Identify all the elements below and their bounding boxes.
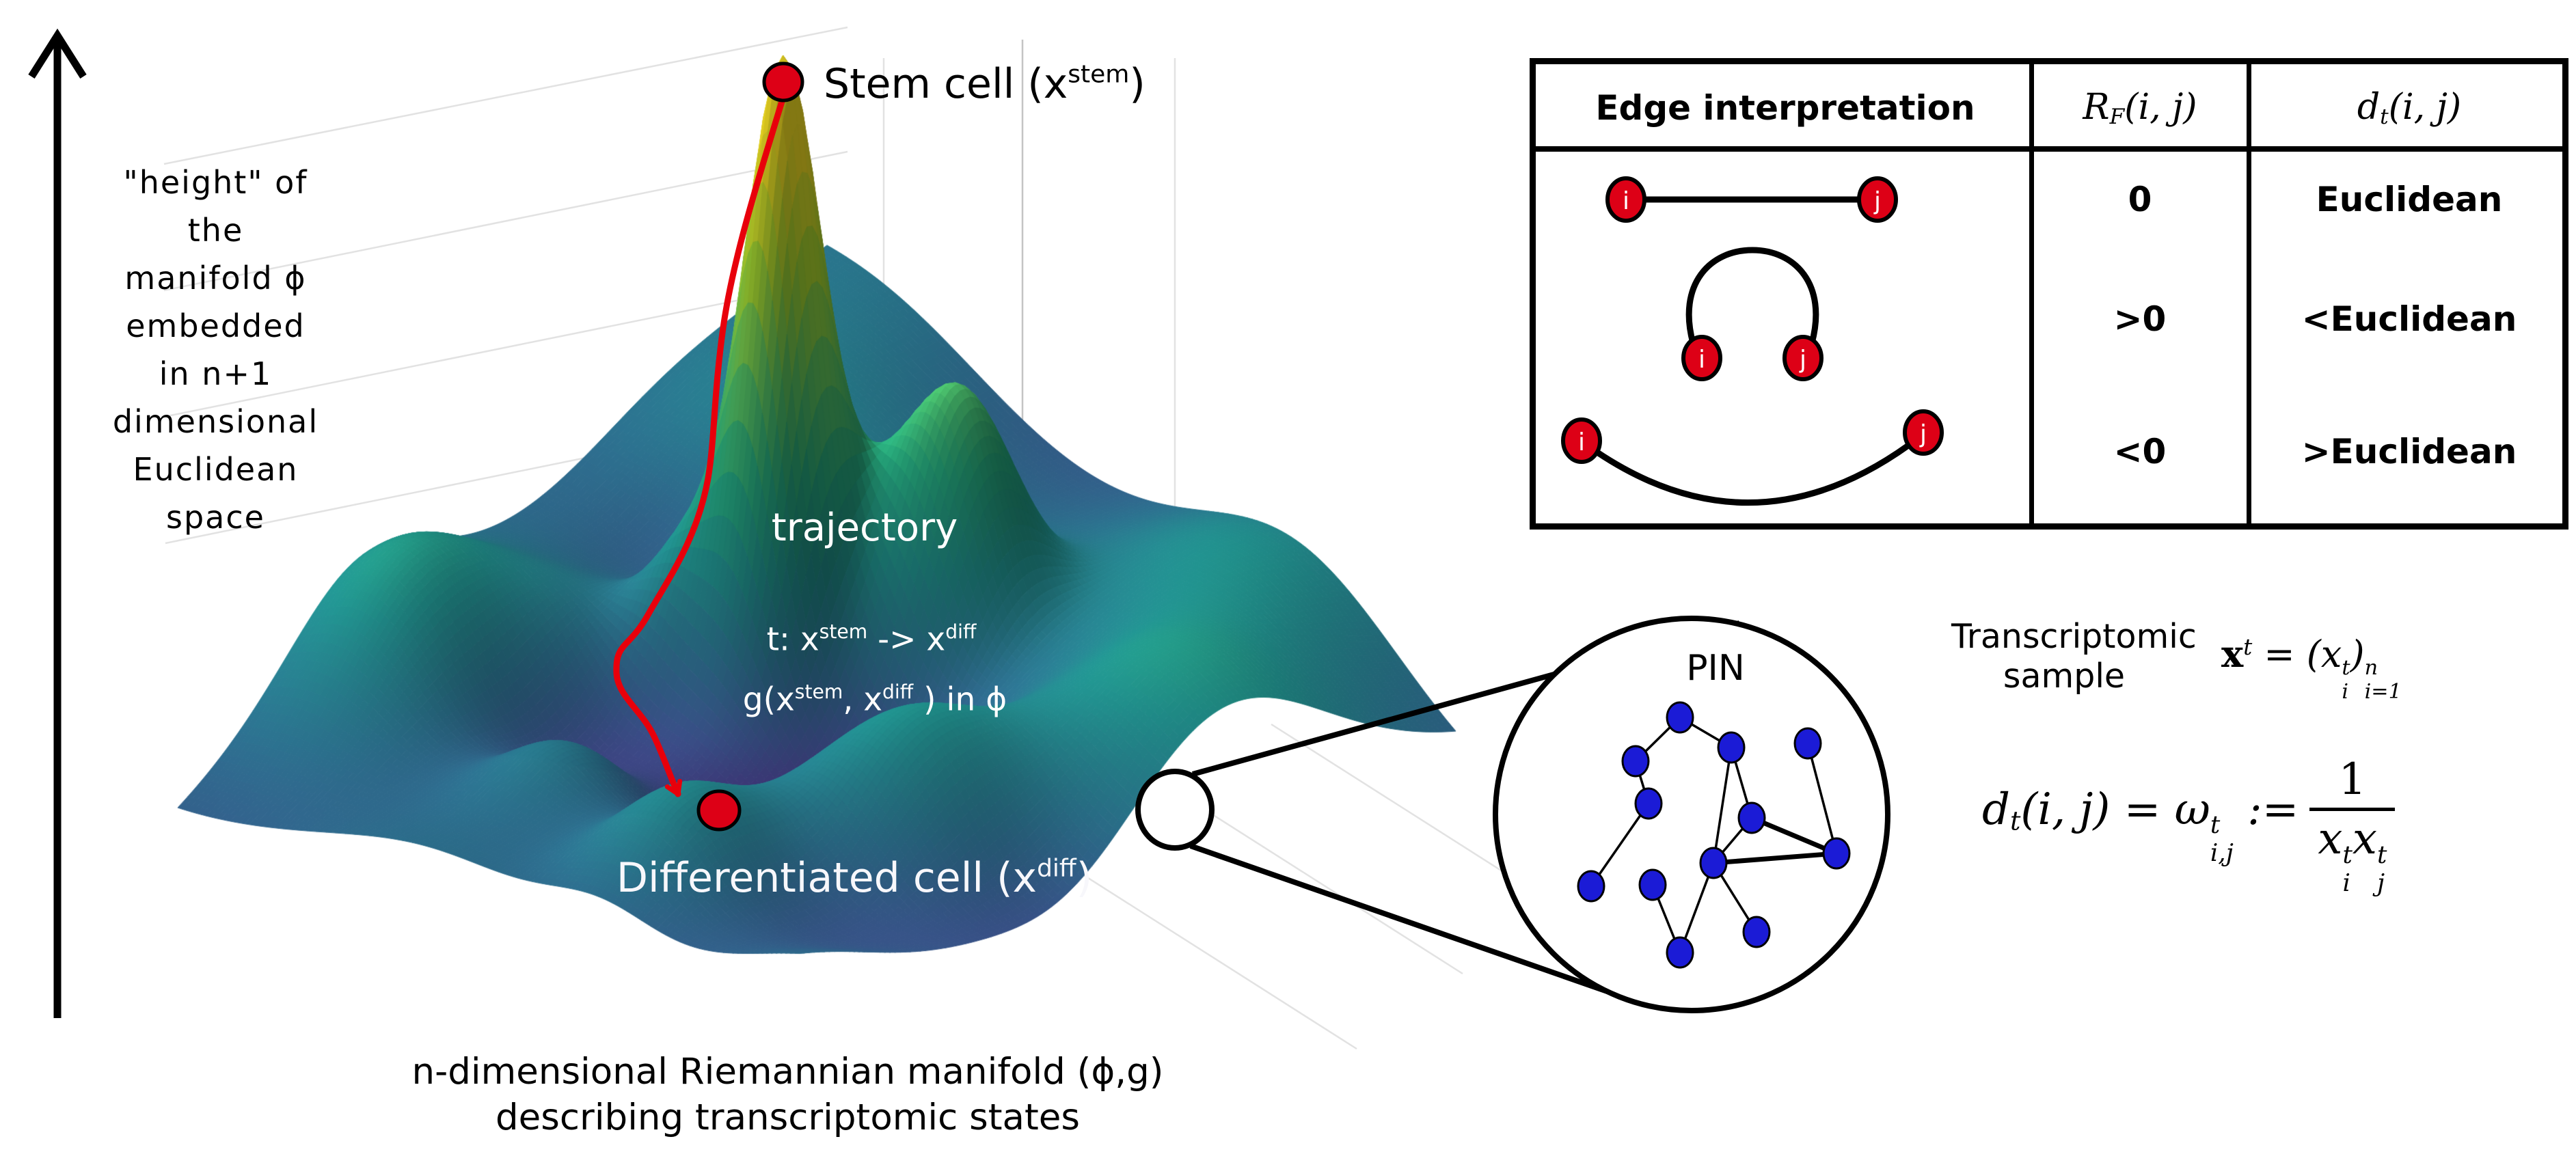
differentiated-cell-label: Differentiated cell (xdiff) [616,854,1093,902]
trajectory-curve [613,94,787,797]
callout-line-bottom [1189,843,1616,997]
svg-text:j: j [1873,187,1881,215]
table-header-dt: dt(i, j) [2357,87,2462,129]
pin-edge [1806,743,1838,854]
rf-value-2: >0 [2113,299,2167,339]
svg-text:i: i [1623,187,1629,215]
table-divider-1 [2029,64,2034,523]
rf-value-3: <0 [2113,432,2167,471]
pin-node [1717,731,1746,764]
metric-equation-label: g(xstem, xdiff ) in ϕ [742,681,1007,719]
pin-node [1577,870,1605,903]
svg-text:j: j [1919,420,1927,448]
edge-diagrams: i j i j i j [1561,176,1944,506]
svg-text:j: j [1799,346,1806,374]
dt-value-1: Euclidean [2316,180,2503,219]
pin-node [1666,936,1694,969]
pin-node [1742,916,1771,948]
pin-circle [1493,616,1890,1013]
pin-node [1793,727,1822,760]
stem-cell-label: Stem cell (xstem) [824,60,1145,108]
pin-node [1699,847,1728,879]
pin-network [1577,701,1851,969]
pin-node [1634,787,1663,820]
table-header-line [1536,146,2562,152]
pin-edge [1590,803,1650,887]
pin-edge [1713,851,1837,866]
rf-value-1: 0 [2128,180,2152,219]
table-header-edge: Edge interpretation [1595,88,1975,128]
pin-node [1737,801,1766,834]
pin-edge [1679,862,1715,953]
pin-node [1666,701,1694,734]
table-header-rf: RF(i, j) [2083,87,2197,129]
pin-node [1638,868,1667,901]
table-divider-2 [2247,64,2251,523]
edge-interpretation-table: Edge interpretation RF(i, j) dt(i, j) i … [1530,58,2568,530]
manifold-surface [116,55,1490,1121]
manifold-caption: n-dimensional Riemannian manifold (ϕ,g)d… [411,1051,1164,1138]
svg-text:i: i [1698,346,1705,374]
pin-node [1621,745,1650,778]
stem-cell-dot [762,61,804,102]
callout-dot [1135,769,1215,851]
svg-text:i: i [1578,428,1585,456]
height-axis-arrow [28,28,87,1018]
trajectory-label: trajectory [771,506,958,550]
differentiated-cell-dot [696,789,742,832]
pin-edge [1712,747,1733,864]
pin-node [1822,837,1851,870]
pin-label: PIN [1686,648,1745,689]
pin-edge [1750,815,1838,856]
map-equation-label: t: xstem -> xdiff [766,620,977,659]
dt-value-3: >Euclidean [2301,432,2517,471]
dt-value-2: <Euclidean [2301,299,2517,339]
